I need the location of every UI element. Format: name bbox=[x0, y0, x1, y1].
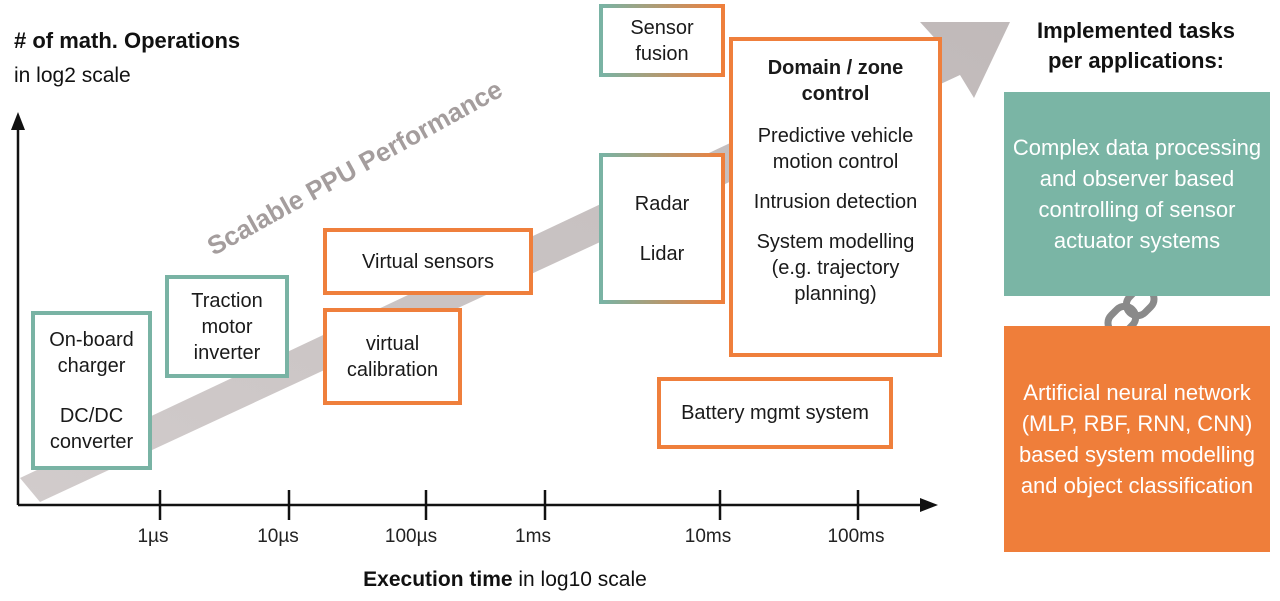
box-title: control bbox=[801, 83, 870, 105]
sensor-fusion-box: Sensor fusion bbox=[599, 4, 725, 77]
x-tick-label-1us: 1µs bbox=[137, 526, 169, 547]
box-text: Predictive vehicle bbox=[757, 125, 914, 147]
box-text: converter bbox=[49, 430, 134, 453]
box-text: On-board bbox=[49, 328, 134, 351]
virtual-calibration-box: virtual calibration bbox=[323, 308, 462, 405]
box-text: (e.g. trajectory bbox=[771, 257, 900, 279]
y-axis-arrowhead bbox=[11, 112, 25, 130]
box-text: calibration bbox=[346, 358, 439, 381]
y-axis-subtitle: in log2 scale bbox=[14, 64, 131, 87]
box-title: Domain / zone bbox=[767, 57, 904, 79]
box-text: Radar bbox=[634, 192, 690, 215]
box-text: Lidar bbox=[639, 242, 685, 265]
legend-title: Implemented tasks per applications: bbox=[1000, 16, 1272, 76]
box-text: motion control bbox=[772, 151, 899, 173]
box-text: fusion bbox=[635, 42, 689, 65]
legend-title-line: Implemented tasks bbox=[1036, 18, 1236, 43]
x-tick-label-10us: 10µs bbox=[257, 526, 299, 547]
box-text: System modelling bbox=[756, 231, 915, 253]
box-text: Virtual sensors bbox=[362, 250, 494, 273]
legend-teal-text: Complex data processing and observer bas… bbox=[1012, 135, 1262, 253]
x-tick-label-10ms: 10ms bbox=[684, 526, 732, 547]
traction-inverter-box: Traction motor inverter bbox=[165, 275, 289, 378]
x-axis-title: Execution time in log10 scale bbox=[0, 568, 1010, 592]
box-text: Traction bbox=[191, 289, 263, 312]
onboard-charger-box: On-board charger DC/DC converter bbox=[31, 311, 152, 470]
legend-orange-text: Artificial neural network (MLP, RBF, RNN… bbox=[1018, 380, 1255, 498]
x-tick-label-100us: 100µs bbox=[384, 526, 438, 547]
domain-zone-control-box: Domain / zone control Predictive vehicle… bbox=[729, 37, 942, 357]
box-text: Sensor bbox=[630, 16, 694, 39]
y-axis-title: # of math. Operations bbox=[14, 28, 241, 53]
box-text: motor bbox=[201, 315, 253, 338]
box-text: DC/DC bbox=[59, 404, 124, 427]
box-text: inverter bbox=[193, 341, 261, 364]
battery-mgmt-box: Battery mgmt system bbox=[657, 377, 893, 449]
x-axis-arrowhead bbox=[920, 498, 938, 512]
legend-title-line: per applications: bbox=[1047, 48, 1225, 73]
x-axis-title-rest: in log10 scale bbox=[512, 568, 647, 591]
box-text: Intrusion detection bbox=[753, 191, 918, 213]
legend-teal-box: Complex data processing and observer bas… bbox=[1004, 92, 1270, 296]
radar-lidar-box: Radar Lidar bbox=[599, 153, 725, 304]
legend-orange-box: Artificial neural network (MLP, RBF, RNN… bbox=[1004, 326, 1270, 552]
box-text: virtual bbox=[365, 332, 420, 355]
x-axis-title-bold: Execution time bbox=[363, 568, 513, 591]
x-tick-label-1ms: 1ms bbox=[515, 526, 551, 547]
virtual-sensors-box: Virtual sensors bbox=[323, 228, 533, 295]
box-text: planning) bbox=[794, 283, 877, 305]
x-tick-label-100ms: 100ms bbox=[827, 526, 885, 547]
box-text: Battery mgmt system bbox=[681, 402, 869, 424]
box-text: charger bbox=[57, 354, 126, 377]
